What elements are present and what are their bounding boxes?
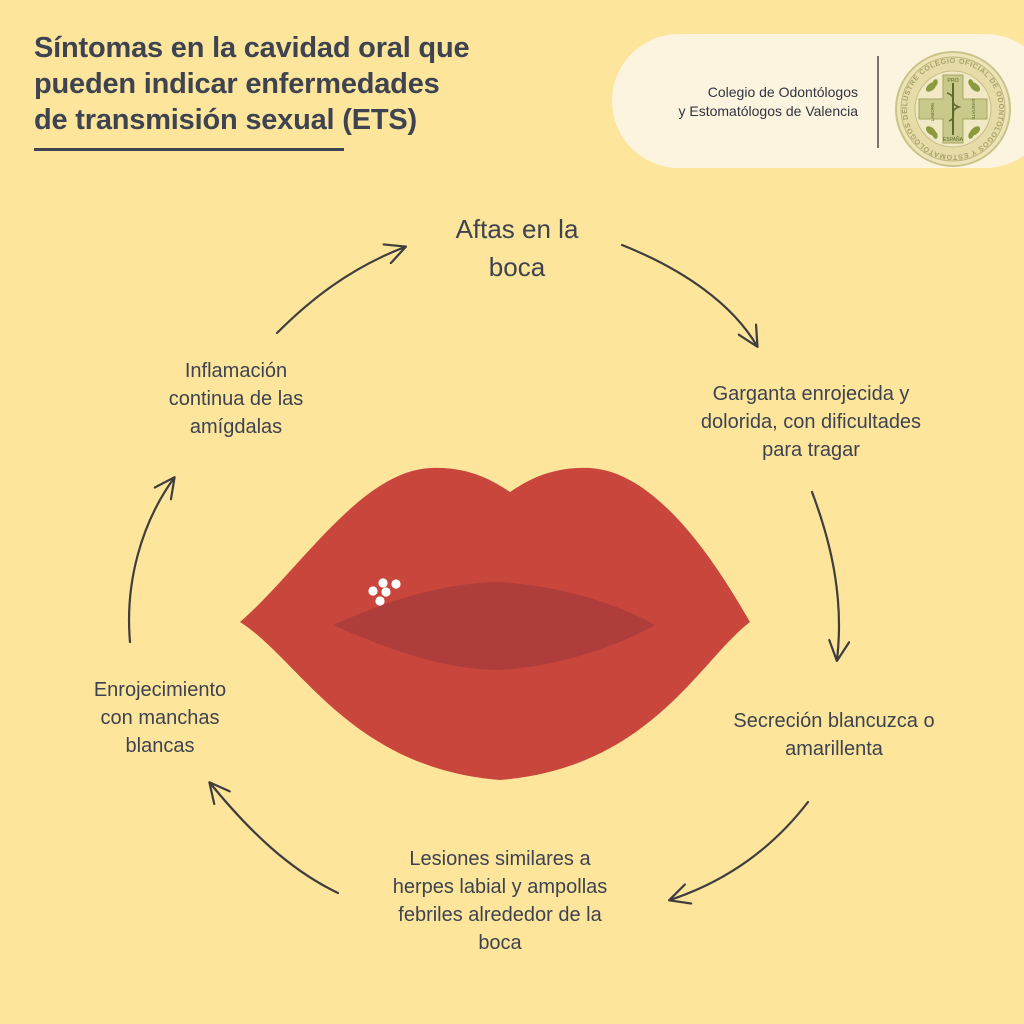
title-line-2: pueden indicar enfermedades [34, 68, 440, 100]
symptom-secrecion: Secreción blancuzca o amarillenta [706, 707, 962, 763]
symptom-inflamacion-line-1: Inflamación [184, 360, 288, 382]
organization-seal-logo: ILUSTRE COLEGIO OFICIAL DE ODONTÓLOGOS Y… [893, 49, 1011, 167]
symptom-enrojecimiento-line-1: Enrojecimiento [93, 679, 227, 701]
organization-name-line-1: Colegio de Odontólogos [707, 84, 858, 100]
symptom-garganta-line-3: para tragar [762, 439, 860, 461]
arrow-secrecion-to-lesiones [670, 800, 810, 900]
arrow-inflamacion-to-aftas [275, 247, 405, 335]
symptom-aftas-line-1: Aftas en la [455, 214, 579, 244]
arrow-lesiones-to-enrojecimiento [210, 783, 340, 895]
symptom-secrecion-line-2: amarillenta [785, 738, 883, 760]
arrow-enrojecimiento-to-inflamacion [127, 478, 174, 644]
symptom-lesiones-line-1: Lesiones similares a [409, 848, 591, 870]
symptom-enrojecimiento: Enrojecimiento con manchas blancas [60, 676, 260, 760]
symptom-enrojecimiento-line-3: blancas [125, 735, 195, 757]
page-title: Síntomas en la cavidad oral que pueden i… [34, 30, 554, 138]
symptom-aftas: Aftas en la boca [406, 210, 628, 286]
seal-inner-sanitate: SANITATE [971, 98, 976, 120]
symptom-lesiones: Lesiones similares a herpes labial y amp… [360, 845, 640, 957]
white-spots [368, 578, 401, 606]
symptom-garganta-line-2: dolorida, con dificultades [700, 411, 922, 433]
symptom-aftas-line-2: boca [488, 252, 546, 282]
seal-inner-labore: LABORE [930, 103, 935, 122]
seal-inner-espana: ESPAÑA [943, 136, 964, 143]
symptom-enrojecimiento-line-2: con manchas [100, 707, 220, 729]
symptom-lesiones-line-3: febriles alrededor de la [398, 904, 602, 926]
arrow-aftas-to-garganta [620, 243, 757, 346]
title-line-3: de transmisión sexual (ETS) [34, 104, 417, 136]
organization-name-line-2: y Estomatólogos de Valencia [678, 103, 858, 119]
symptom-inflamacion-line-3: amígdalas [189, 416, 283, 438]
organization-name: Colegio de Odontólogos y Estomatólogos d… [640, 83, 858, 121]
symptom-inflamacion-line-2: continua de las [168, 388, 304, 410]
symptom-garganta-line-1: Garganta enrojecida y [712, 383, 910, 405]
symptom-garganta: Garganta enrojecida y dolorida, con difi… [672, 380, 950, 464]
symptom-secrecion-line-1: Secreción blancuzca o [733, 710, 935, 732]
lips-inner-shape [333, 582, 655, 670]
seal-inner-pro: PRO [947, 78, 958, 84]
symptom-lesiones-line-2: herpes labial y ampollas [392, 876, 608, 898]
badge-divider [877, 56, 879, 148]
title-line-1: Síntomas en la cavidad oral que [34, 32, 470, 64]
symptom-inflamacion: Inflamación continua de las amígdalas [136, 357, 336, 441]
arrow-garganta-to-secrecion [810, 490, 839, 660]
title-underline [34, 148, 344, 151]
symptom-lesiones-line-4: boca [478, 932, 522, 954]
